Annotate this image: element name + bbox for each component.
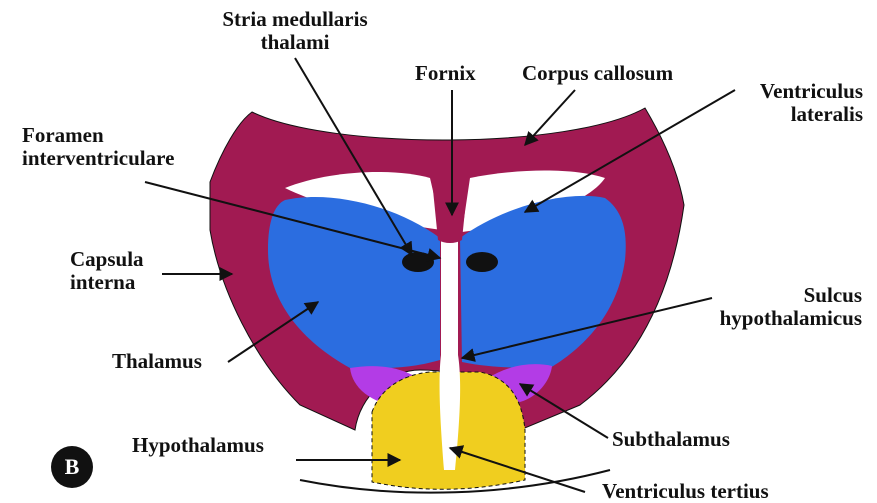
corpus-callosum-label: Corpus callosum xyxy=(522,62,673,85)
sulcus-line2: hypothalamicus xyxy=(690,307,862,330)
capsula-line1: Capsula xyxy=(70,248,144,271)
fornix-label: Fornix xyxy=(415,62,476,85)
right-stria-medullaris-nucleus xyxy=(466,252,498,272)
hypothalamus-label: Hypothalamus xyxy=(132,434,264,457)
stria-medullaris-line2: thalami xyxy=(190,31,400,54)
ventriculus-lateralis-line1: Ventriculus xyxy=(705,80,863,103)
panel-letter-badge: B xyxy=(51,446,93,488)
capsula-line2: interna xyxy=(70,271,144,294)
thalamus-label: Thalamus xyxy=(112,350,202,373)
foramen-line2: interventriculare xyxy=(22,147,174,170)
sulcus-line1: Sulcus xyxy=(690,284,862,307)
sulcus-hypothalamicus-label: Sulcus hypothalamicus xyxy=(690,284,862,330)
stria-medullaris-label: Stria medullaris thalami xyxy=(190,8,400,54)
foramen-line1: Foramen xyxy=(22,124,174,147)
capsula-interna-label: Capsula interna xyxy=(70,248,144,294)
ventriculus-tertius-label: Ventriculus tertius xyxy=(602,480,769,503)
stria-medullaris-line1: Stria medullaris xyxy=(190,8,400,31)
subthalamus-label: Subthalamus xyxy=(612,428,730,451)
third-ventricle xyxy=(440,240,461,470)
foramen-interventriculare-label: Foramen interventriculare xyxy=(22,124,174,170)
ventriculus-lateralis-label: Ventriculus lateralis xyxy=(705,80,863,126)
fornix-structure xyxy=(432,180,468,243)
ventriculus-lateralis-line2: lateralis xyxy=(705,103,863,126)
